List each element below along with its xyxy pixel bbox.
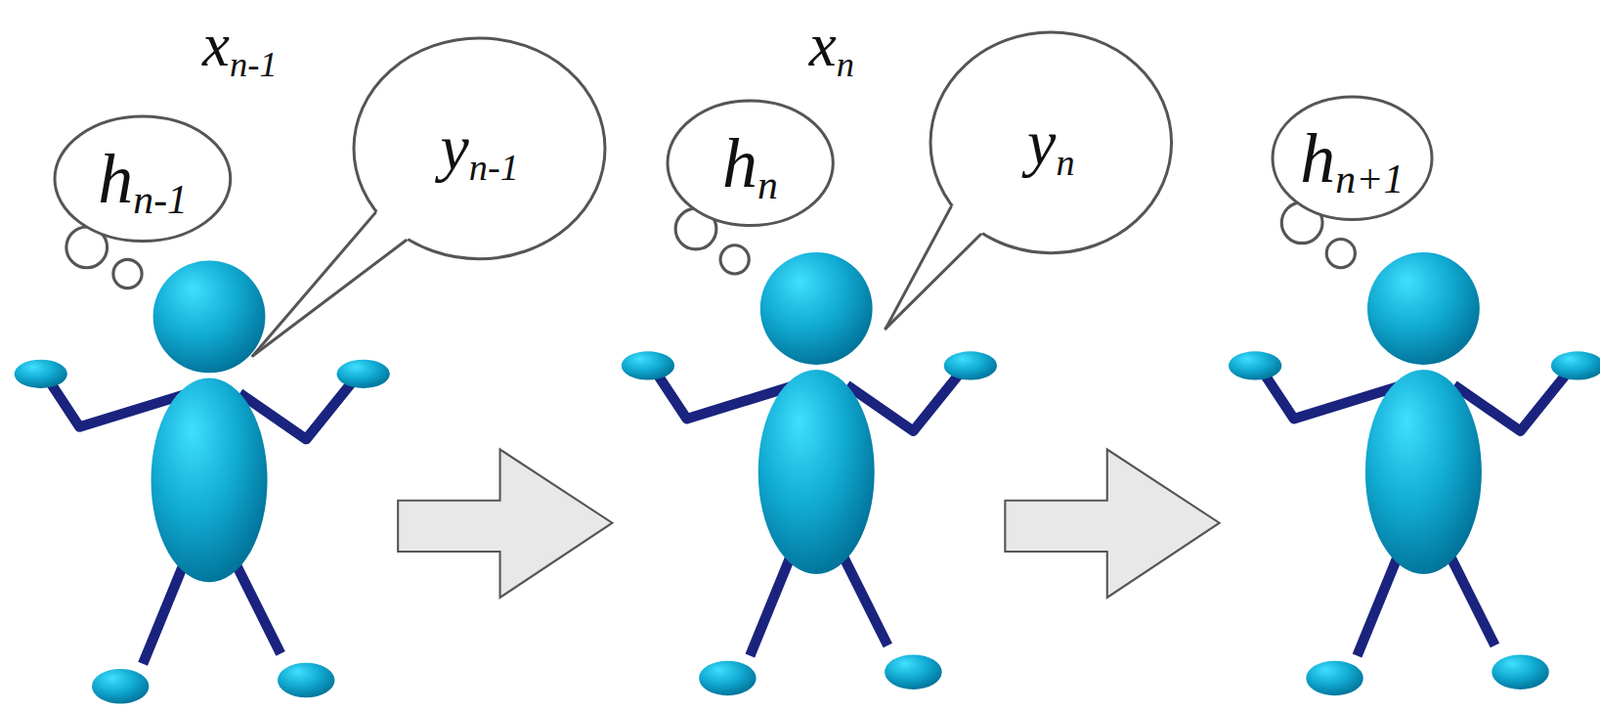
state-label: hn+1 [1299,123,1404,194]
input-label-box: xn-1 [202,14,278,77]
subscript-text: n-1 [229,43,278,85]
state-label: hn [722,128,779,199]
subscript-text: n [836,43,855,85]
input-label: xn-1 [202,10,278,80]
input-label: xn [809,10,855,80]
thought-dot [720,245,749,274]
output-label: yn [1027,110,1075,175]
subscript-text: n-1 [132,176,188,222]
block-arrow [1004,449,1219,598]
stick-figure [14,259,390,703]
thought-bubble: hn-1 [52,114,233,244]
speech-bubble: yn-1 [351,36,607,261]
subscript-text: n [1055,141,1075,183]
subscript-text: n-1 [469,146,519,188]
block-arrow [397,449,612,598]
stick-figure [1228,252,1600,695]
thought-dot [113,259,142,288]
stick-figure [621,252,997,695]
thought-bubble: hn+1 [1270,94,1434,221]
thought-dot [1326,238,1355,267]
input-label-box: xn [809,14,855,77]
subscript-text: n+1 [1335,156,1404,202]
output-label: yn-1 [440,115,519,180]
subscript-text: n [757,162,779,208]
speech-bubble: yn [928,30,1174,256]
thought-bubble: hn [665,98,835,228]
state-label: hn-1 [97,143,188,215]
